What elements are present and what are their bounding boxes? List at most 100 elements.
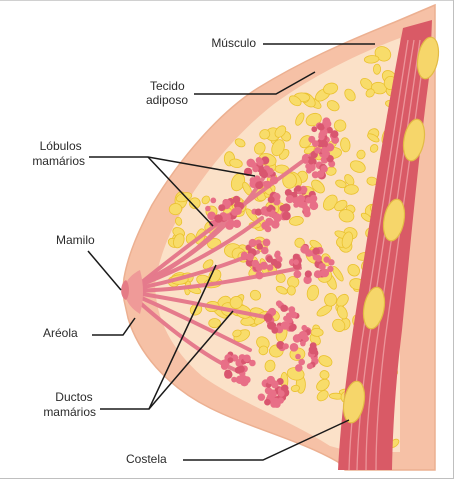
lobule-acinus [324,120,331,127]
lobule-acinus [228,357,234,363]
lobule-acinus [214,214,223,223]
lobule-acinus [256,243,263,250]
lobule-acinus [261,171,268,178]
lobule-acinus [265,226,272,233]
lobule-acinus [231,208,239,216]
lobule-acinus [273,401,280,408]
fat-cell [373,64,381,74]
lobule-acinus [271,327,278,334]
lobule-acinus [255,181,263,189]
label-areola: Aréola [43,326,78,340]
fat-cell [287,286,296,296]
label-lobulos-mamarios: Lóbulos mamários [32,139,85,168]
label-costela: Costela [126,452,167,466]
lobule-acinus [290,343,299,352]
label-tecido-adiposo-line2: adiposo [146,93,188,107]
lobule-acinus [319,132,325,138]
lobule-acinus [234,221,241,228]
lobule-acinus [255,271,263,279]
fat-cell [209,318,221,327]
lobule-acinus [321,165,328,172]
lobule-acinus [303,206,311,214]
lobule-acinus [301,325,307,331]
lobule-acinus [276,300,282,306]
lobule-acinus [224,370,232,378]
lobule-acinus [278,390,285,397]
lobule-acinus [243,376,250,383]
lobule-acinus [282,212,291,221]
lobule-acinus [264,181,272,189]
lobule-acinus [322,152,328,158]
lobule-acinus [295,185,301,191]
lobule-acinus [314,147,321,154]
label-lobulos-line2: mamários [32,154,85,168]
lobule-acinus [295,354,301,360]
lobule-acinus [252,166,259,173]
lobule-acinus [266,206,272,212]
lobule-acinus [210,198,216,204]
label-ductos-line2: mamários [43,405,96,419]
lobule-acinus [264,399,271,406]
lobule-acinus [289,325,296,332]
lobule-acinus [280,305,287,312]
lobule-acinus [275,251,281,257]
lobule-acinus [205,206,211,212]
label-tecido-adiposo-line1: Tecido [150,79,185,93]
lobule-acinus [312,140,319,147]
lobule-acinus [289,311,296,318]
lobule-acinus [274,214,282,222]
lobule-acinus [255,209,262,216]
lobule-acinus [298,200,304,206]
label-tecido-adiposo: Tecido adiposo [146,79,188,107]
lobule-acinus [224,213,231,220]
lobule-acinus [264,313,273,322]
lobule-acinus [236,376,244,384]
label-mamilo: Mamilo [56,233,95,247]
lobule-acinus [286,195,294,203]
lobule-acinus [282,203,291,212]
nipple [121,280,129,300]
lobule-acinus [287,317,293,323]
lobule-acinus [313,254,319,260]
fat-cell [311,328,324,337]
lobule-acinus [299,331,308,340]
lobule-acinus [317,123,324,130]
lobule-acinus [295,364,303,372]
lobule-acinus [246,253,254,261]
lobule-acinus [274,261,282,269]
fat-cell [344,184,358,194]
lobule-acinus [252,260,260,268]
lobule-acinus [235,367,242,374]
lobule-acinus [331,130,339,138]
leader-mamilo [88,251,121,290]
lobule-acinus [263,239,271,247]
lobule-acinus [305,197,312,204]
lobule-acinus [300,245,309,254]
lobule-acinus [302,157,309,164]
lobule-acinus [294,270,302,278]
lobule-acinus [308,159,314,165]
label-ductos-mamarios: Ductos mamários [43,390,96,419]
lobule-acinus [285,189,292,196]
lobule-acinus [258,394,265,401]
lobule-acinus [249,360,256,367]
lobule-acinus [313,247,320,254]
lobule-acinus [321,269,330,278]
lobule-acinus [225,221,234,230]
lobule-acinus [283,343,289,349]
lobule-acinus [300,341,306,347]
lobule-acinus [305,270,312,277]
label-ductos-line1: Ductos [55,390,92,404]
lobule-acinus [271,392,277,398]
lobule-acinus [309,346,318,355]
lobule-acinus [271,380,278,387]
lobule-acinus [243,355,251,363]
lobule-acinus [220,360,227,367]
lobule-acinus [257,159,264,166]
lobule-acinus [266,256,273,263]
label-musculo: Músculo [211,36,256,50]
lobule-acinus [328,259,334,265]
lobule-acinus [307,363,313,369]
lobule-acinus [268,196,275,203]
